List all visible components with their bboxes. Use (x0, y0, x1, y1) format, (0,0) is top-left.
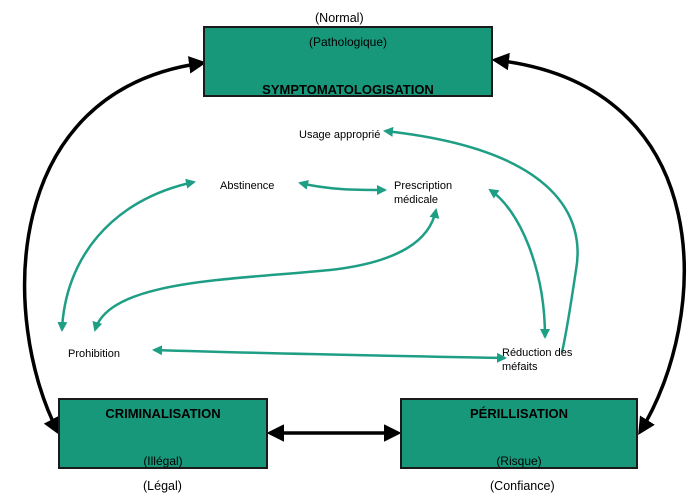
prescription-line1: Prescription (394, 180, 453, 192)
arrow-abstinence-prescription (298, 179, 387, 195)
confiance-label: (Confiance) (490, 479, 555, 493)
symptomatologisation-box: (Pathologique) SYMPTOMATOLOGISATION (203, 26, 493, 97)
reduction-line2: méfaits (502, 361, 538, 373)
illegal-label: (Illégal) (143, 454, 183, 468)
criminalisation-title: CRIMINALISATION (105, 406, 221, 421)
arrow-top-to-left (22, 56, 207, 436)
abstinence-label: Abstinence (220, 180, 275, 192)
risque-label: (Risque) (496, 454, 542, 468)
perillisation-box: PÉRILLISATION (Risque) (400, 398, 638, 469)
prohibition-label: Prohibition (68, 348, 120, 360)
arrow-top-to-right (491, 52, 686, 435)
prescription-line2: médicale (394, 194, 439, 206)
legal-label: (Légal) (143, 479, 182, 493)
criminalisation-box: CRIMINALISATION (Illégal) (58, 398, 268, 469)
arrow-usage-reduction (383, 126, 579, 353)
reduction-line1: Réduction des (502, 347, 573, 359)
pathologique-label: (Pathologique) (308, 35, 388, 49)
arrow-abstinence-prohibition (57, 178, 196, 332)
usage-approprie-label: Usage approprié (299, 129, 381, 141)
symptomatologisation-title: SYMPTOMATOLOGISATION (262, 82, 434, 97)
arrow-prohibition-reduction (152, 345, 507, 363)
arrow-prohibition-prescription (92, 208, 440, 332)
arrow-prescription-reduction (488, 188, 550, 339)
perillisation-title: PÉRILLISATION (470, 406, 568, 421)
normal-label: (Normal) (315, 11, 364, 25)
